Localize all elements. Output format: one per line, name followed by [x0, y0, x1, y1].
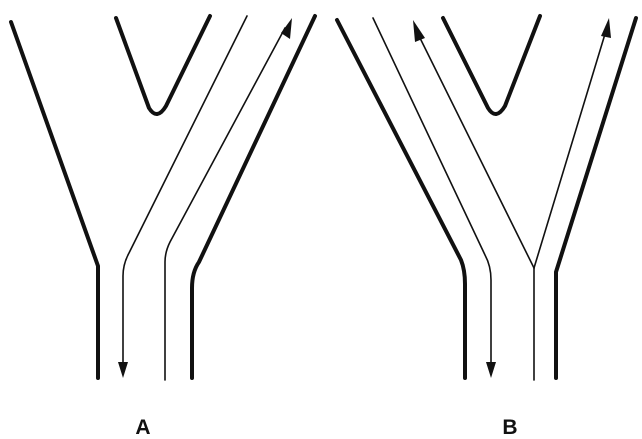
panel-b-label: B [502, 416, 517, 439]
panel-a-downward-arrowhead [118, 362, 128, 378]
panel-b-split-flow-right-branch [533, 33, 606, 269]
panel-a-upward-flow-line [164, 27, 286, 381]
panel-a-branch-crotch-wall [114, 14, 212, 116]
panel-b-split-flow-left-branch [418, 35, 535, 269]
panel-b-left-outer-wall [335, 18, 467, 380]
panel-b-right-outer-wall [554, 16, 638, 380]
panel-b-right-branch-arrowhead [601, 18, 611, 38]
panel-a-right-outer-wall [190, 14, 317, 380]
panel-a-label: A [135, 416, 150, 439]
panel-a-downward-flow-line [122, 15, 248, 369]
panel-a: A [9, 14, 317, 439]
panel-b-downward-flow-line [372, 17, 492, 369]
panel-a-upward-arrowhead [281, 18, 292, 39]
panel-b-left-branch-arrowhead [413, 20, 425, 42]
panel-a-left-outer-wall [9, 20, 100, 380]
panel-b: B [335, 14, 638, 439]
panel-b-branch-crotch-wall [441, 14, 542, 116]
panel-b-downward-arrowhead [486, 362, 496, 378]
